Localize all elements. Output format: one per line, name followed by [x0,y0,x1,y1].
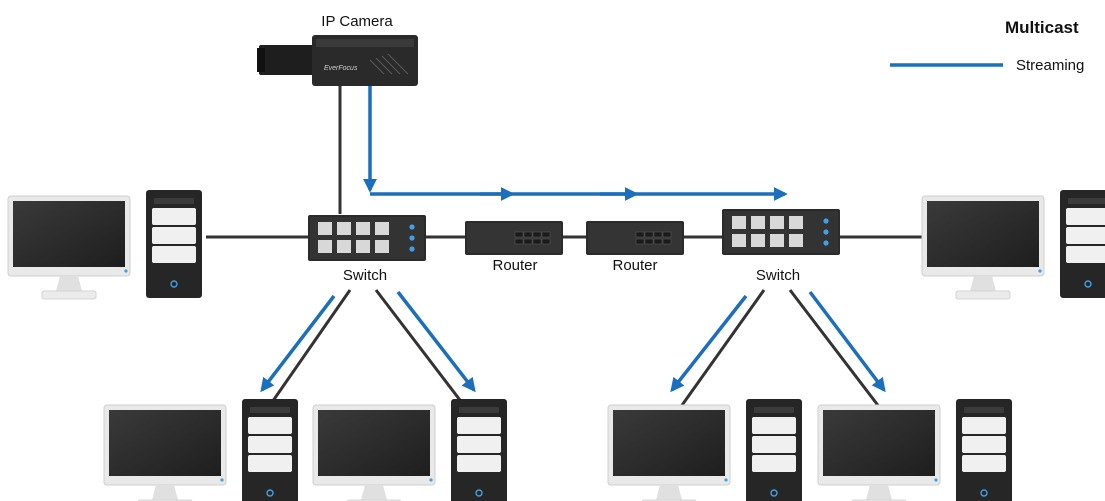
pc-left [7,189,203,300]
pc-bottom-4 [817,398,1013,501]
streaming-paths [260,86,886,393]
switch-right-label: Switch [755,267,801,284]
pc-bottom-3 [607,398,803,501]
cable-switch-left-pc-a [266,289,352,409]
switch-left-label: Switch [342,267,388,284]
pc-bottom-2 [312,398,508,501]
switch-right [722,209,840,255]
pc-right [921,189,1105,300]
cable-switch-left-pc-b [374,289,468,409]
camera-label: IP Camera [321,13,393,30]
router-right-label: Router [612,257,658,274]
switch-left [308,215,426,261]
svg-text:EverFocus: EverFocus [324,65,358,72]
router-right [585,220,685,256]
router-left [464,220,564,256]
cable-switch-right-pc-c [678,289,766,409]
stream-to-pc-c [670,294,748,393]
stream-to-pc-a [260,294,336,393]
stream-to-pc-b [396,290,476,393]
stream-to-pc-d [808,290,886,393]
ip-camera: EverFocus [257,35,418,86]
diagram-title: Multicast [1005,18,1079,37]
pc-bottom-1 [103,398,299,501]
network-cables [206,85,922,409]
legend-streaming-label: Streaming [1016,57,1085,74]
router-left-label: Router [492,257,538,274]
cable-switch-right-pc-d [788,289,882,409]
